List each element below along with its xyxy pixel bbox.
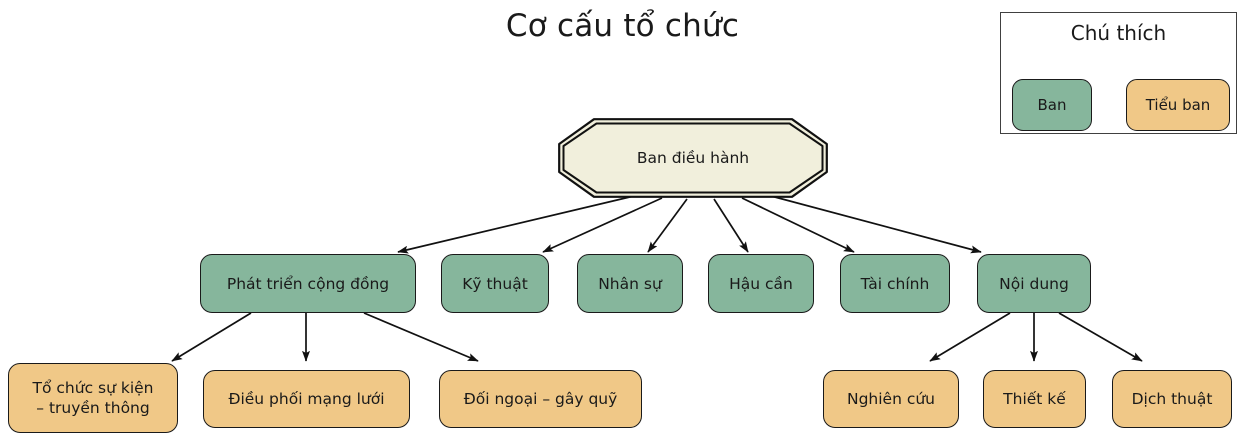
node-dich-thuat[interactable]: Dịch thuật (1112, 370, 1232, 428)
node-label-ky-thuat: Kỹ thuật (462, 274, 528, 293)
node-label-phat-trien-cong-dong: Phát triển cộng đồng (226, 274, 390, 293)
edge-root-to-c2 (542, 197, 663, 253)
node-doi-ngoai-gay-quy[interactable]: Đối ngoại – gây quỹ (439, 370, 642, 428)
node-noi-dung[interactable]: Nội dung (977, 254, 1091, 313)
node-label-to-chuc-su-kien-line2: – truyền thông (36, 399, 150, 417)
edge-c1-to-s3 (363, 312, 479, 362)
node-label-hau-can: Hậu cần (729, 274, 793, 293)
node-tai-chinh[interactable]: Tài chính (840, 254, 950, 313)
edge-root-to-c6 (770, 195, 982, 254)
node-ban-dieu-hanh[interactable]: Ban điều hành (558, 118, 828, 198)
node-thiet-ke[interactable]: Thiết kế (983, 370, 1086, 428)
node-label-nhan-su: Nhân sự (598, 274, 662, 293)
node-nhan-su[interactable]: Nhân sự (577, 254, 683, 313)
node-nghien-cuu[interactable]: Nghiên cứu (823, 370, 959, 428)
edge-root-to-c4 (713, 198, 749, 253)
node-hau-can[interactable]: Hậu cần (708, 254, 814, 313)
node-label-nghien-cuu: Nghiên cứu (846, 390, 936, 408)
node-label-tai-chinh: Tài chính (860, 274, 930, 293)
node-dieu-phoi-mang-luoi[interactable]: Điều phối mạng lưới (203, 370, 410, 428)
octagon-inner-outline (562, 122, 824, 194)
edge-c6-to-s6 (1058, 312, 1143, 362)
node-label-doi-ngoai-gay-quy: Đối ngoại – gây quỹ (463, 390, 618, 408)
node-phat-trien-cong-dong[interactable]: Phát triển cộng đồng (200, 254, 416, 313)
node-label-noi-dung: Nội dung (999, 274, 1069, 293)
node-label-thiet-ke: Thiết kế (1003, 390, 1066, 408)
edge-c6-to-s4 (929, 312, 1011, 362)
legend-label-tieu-ban: Tiểu ban (1145, 95, 1211, 114)
node-ky-thuat[interactable]: Kỹ thuật (441, 254, 549, 313)
node-label-to-chuc-su-kien-line1: Tổ chức sự kiện (32, 379, 154, 397)
legend: Chú thích Ban Tiểu ban (1000, 12, 1237, 134)
edge-root-to-c3 (647, 198, 688, 253)
legend-swatch-tieu-ban[interactable]: Tiểu ban (1126, 79, 1230, 131)
edge-c1-to-s1 (171, 312, 252, 362)
page-title: Cơ cấu tổ chức (505, 8, 740, 44)
legend-label-ban: Ban (1037, 95, 1067, 114)
legend-swatch-ban[interactable]: Ban (1012, 79, 1092, 131)
legend-title: Chú thích (1070, 21, 1167, 45)
edge-root-to-c5 (741, 197, 855, 253)
node-label-dieu-phoi-mang-luoi: Điều phối mạng lưới (228, 390, 385, 408)
node-to-chuc-su-kien-truyen-thong[interactable]: Tổ chức sự kiện – truyền thông (8, 363, 178, 433)
node-label-dich-thuat: Dịch thuật (1131, 390, 1213, 408)
node-label-ban-dieu-hanh: Ban điều hành (636, 149, 750, 167)
edge-root-to-c1 (397, 195, 635, 254)
